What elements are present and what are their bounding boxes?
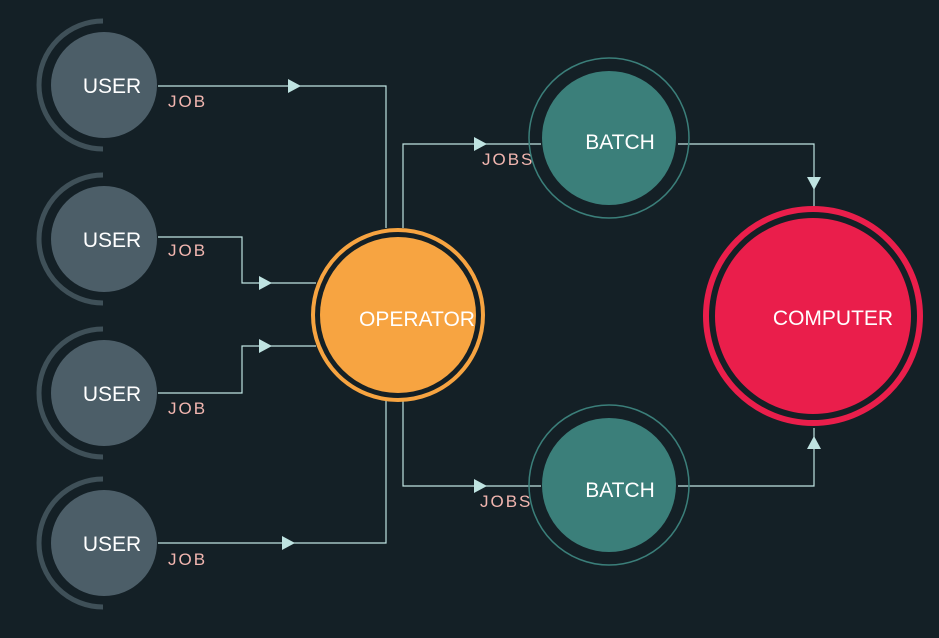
user-circle — [51, 186, 157, 292]
edge-batch1-computer — [678, 143, 815, 206]
edge-batch2-computer — [678, 428, 815, 487]
arrow-right-icon — [282, 536, 295, 550]
edge-label-jobs: JOBS — [482, 150, 534, 169]
arrow-right-icon — [288, 79, 301, 93]
edge-user3-operator — [158, 345, 316, 394]
computer-node: COMPUTER — [703, 206, 923, 426]
edge-label-job: JOB — [168, 92, 207, 111]
batch-circle — [542, 418, 676, 552]
batch-label: BATCH — [585, 131, 655, 154]
arrowheads — [259, 79, 821, 550]
operator-node: OPERATOR — [311, 228, 485, 402]
user-label: USER — [83, 533, 141, 556]
batch-label: BATCH — [585, 479, 655, 502]
batch-node: BATCH — [528, 404, 690, 566]
operator-circle — [320, 237, 476, 393]
edge-operator-batch1 — [402, 143, 541, 228]
user-circle — [51, 340, 157, 446]
computer-circle — [715, 218, 911, 414]
edge-labels: JOB JOB JOB JOB JOBS JOBS — [168, 92, 534, 569]
edge-user2-operator — [158, 236, 316, 284]
arrow-right-icon — [259, 276, 272, 290]
user-arc — [36, 172, 104, 306]
computer-label: COMPUTER — [773, 307, 893, 330]
user-circle — [51, 32, 157, 138]
batch-node: BATCH — [528, 57, 690, 219]
user-node: USER — [36, 326, 157, 460]
user-node: USER — [36, 476, 157, 610]
operator-outer-ring — [311, 228, 485, 402]
batch-outer-ring — [528, 404, 690, 566]
edge-label-job: JOB — [168, 241, 207, 260]
batch-outer-ring — [528, 57, 690, 219]
user-node: USER — [36, 18, 157, 152]
user-nodes: USER USER USER USER — [36, 18, 157, 610]
user-arc — [36, 18, 104, 152]
arrow-right-icon — [259, 339, 272, 353]
connectors — [158, 85, 815, 544]
user-label: USER — [83, 383, 141, 406]
user-label: USER — [83, 229, 141, 252]
edge-label-jobs: JOBS — [480, 492, 532, 511]
user-circle — [51, 490, 157, 596]
edge-user1-operator — [158, 85, 387, 228]
arrow-down-icon — [807, 177, 821, 190]
user-label: USER — [83, 75, 141, 98]
operator-label: OPERATOR — [359, 308, 475, 331]
edge-label-job: JOB — [168, 399, 207, 418]
edge-operator-batch2 — [402, 400, 541, 487]
edge-label-job: JOB — [168, 550, 207, 569]
batch-nodes: BATCH BATCH — [528, 57, 690, 566]
batch-circle — [542, 71, 676, 205]
edge-user4-operator — [158, 400, 387, 544]
user-node: USER — [36, 172, 157, 306]
user-arc — [36, 326, 104, 460]
arrow-up-icon — [807, 436, 821, 449]
arrow-right-icon — [474, 479, 487, 493]
user-arc — [36, 476, 104, 610]
arrow-right-icon — [474, 137, 487, 151]
computer-outer-ring — [703, 206, 923, 426]
